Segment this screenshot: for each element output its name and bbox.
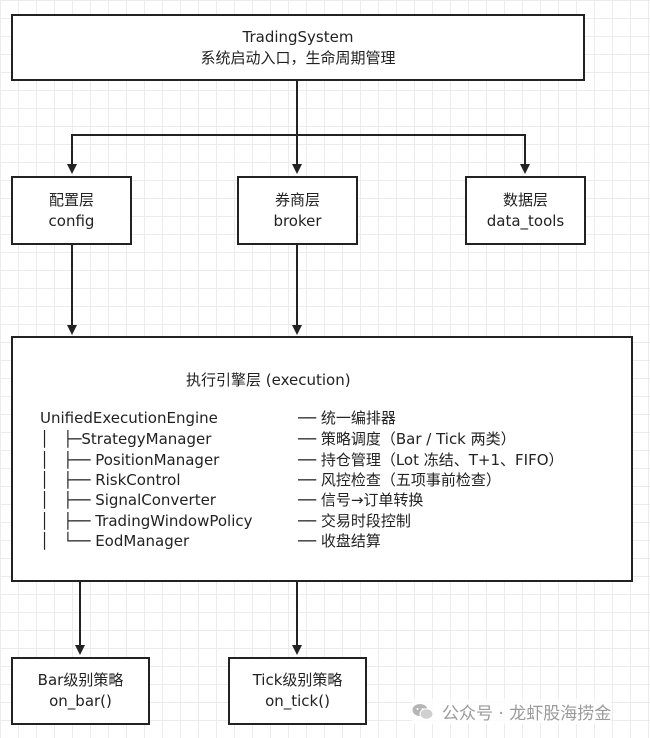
config-box: 配置层 config — [11, 176, 132, 245]
data-tools-box: 数据层 data_tools — [465, 176, 586, 245]
bar-strategy-title: Bar级别策略 — [37, 671, 124, 689]
tick-strategy-title: Tick级别策略 — [252, 671, 343, 689]
execution-title: 执行引擎层 (execution) — [186, 371, 351, 389]
tick-strategy-subtitle: on_tick() — [265, 692, 330, 710]
tree-line-risk-control: │ ├── RiskControl — [40, 471, 181, 489]
broker-subtitle: broker — [273, 211, 322, 230]
broker-box: 券商层 broker — [237, 176, 358, 245]
tree-desc-position-manager: ── 持仓管理（Lot 冻结、T+1、FIFO） — [298, 451, 564, 469]
execution-box — [11, 336, 633, 582]
tick-strategy-box: Tick级别策略 on_tick() — [228, 657, 367, 725]
edge-system-to-data — [297, 134, 530, 174]
tree-line-position-manager: │ ├── PositionManager — [40, 451, 220, 469]
tree-line-eod-manager: │ └── EodManager — [40, 532, 190, 550]
tree-line-trading-window: │ ├── TradingWindowPolicy — [40, 512, 253, 530]
trading-system-title: TradingSystem — [242, 27, 354, 46]
bar-strategy-box: Bar级别策略 on_bar() — [11, 657, 150, 725]
tree-desc-signal-converter: ── 信号→订单转换 — [298, 491, 424, 509]
data-tools-subtitle: data_tools — [486, 211, 565, 230]
trading-system-subtitle: 系统启动入口，生命周期管理 — [200, 48, 396, 67]
wechat-icon — [412, 703, 434, 721]
tree-line-strategy-manager: │ ├─StrategyManager — [40, 430, 212, 448]
tree-line-engine: UnifiedExecutionEngine — [40, 409, 218, 427]
tree-desc-engine: ── 统一编排器 — [298, 409, 396, 427]
tree-desc-risk-control: ── 风控检查（五项事前检查） — [298, 471, 501, 489]
watermark: 公众号 · 龙虾股海捞金 — [412, 699, 612, 724]
broker-title: 券商层 — [274, 190, 320, 209]
tree-line-signal-converter: │ ├── SignalConverter — [40, 491, 216, 509]
trading-system-box: TradingSystem 系统启动入口，生命周期管理 — [11, 14, 585, 81]
bar-strategy-subtitle: on_bar() — [49, 692, 112, 710]
data-tools-title: 数据层 — [502, 190, 548, 209]
tree-desc-trading-window: ── 交易时段控制 — [298, 512, 411, 530]
tree-desc-eod-manager: ── 收盘结算 — [298, 532, 381, 550]
config-subtitle: config — [48, 211, 95, 230]
edge-system-to-config — [67, 80, 298, 174]
tree-desc-strategy-manager: ── 策略调度（Bar / Tick 两类） — [298, 430, 516, 448]
config-title: 配置层 — [48, 190, 94, 209]
watermark-text: 公众号 · 龙虾股海捞金 — [442, 704, 612, 724]
